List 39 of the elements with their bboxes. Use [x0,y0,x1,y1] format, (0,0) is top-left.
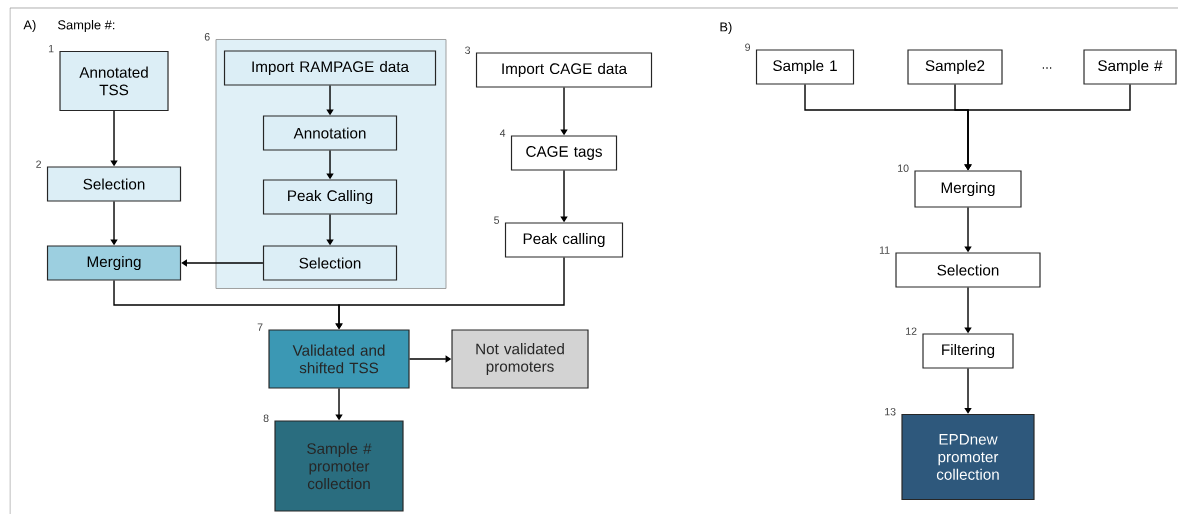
process-box: Filtering [922,333,1014,369]
step-number: 4 [499,129,506,137]
process-box: Sample 1 [755,49,855,85]
process-box: Import RAMPAGE data [223,50,437,86]
process-box: Peak Calling [262,179,398,215]
arrow [181,259,264,267]
step-number: 2 [36,160,41,168]
step-number: 3 [465,46,471,54]
step-number: 5 [494,216,500,224]
step-number: 6 [204,33,210,41]
step-number: 9 [745,43,750,51]
ellipsis: ... [1042,67,1052,69]
process-box: Annotated TSS [59,50,169,112]
process-box: Selection [895,252,1041,288]
process-box: Validated and shifted TSS [268,329,410,389]
process-box: Peak calling [504,222,624,258]
process-box: Sample # promoter collection [274,420,404,512]
step-number: 1 [48,45,54,53]
process-box: Selection [262,245,398,281]
process-box: Annotation [262,115,398,151]
panel-label: A) [23,20,36,32]
process-box: Merging [914,170,1022,208]
process-box: Sample2 [907,49,1003,85]
heading: Sample #: [58,20,115,32]
step-number: 8 [263,414,269,422]
step-number: 11 [879,246,890,254]
panel-label: B) [720,22,732,34]
step-number: 12 [906,327,917,335]
process-box: EPDnew promoter collection [901,413,1035,501]
process-box: Sample # [1083,49,1177,85]
step-number: 13 [885,407,896,416]
arrow [964,367,972,414]
process-box: Not validated promoters [451,329,589,389]
process-box: Merging [46,245,182,281]
step-number: 10 [898,164,909,172]
process-box: CAGE tags [510,135,618,171]
process-box: Selection [46,166,182,202]
process-box: Import CAGE data [475,52,653,88]
step-number: 7 [257,323,263,331]
